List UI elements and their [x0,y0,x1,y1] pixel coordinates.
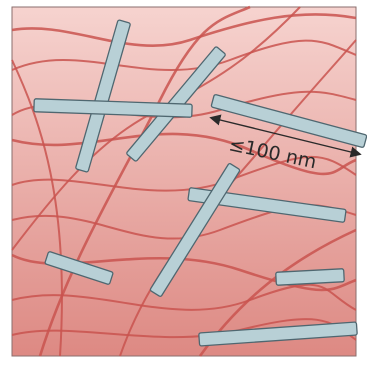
nanorod-8 [276,269,345,286]
